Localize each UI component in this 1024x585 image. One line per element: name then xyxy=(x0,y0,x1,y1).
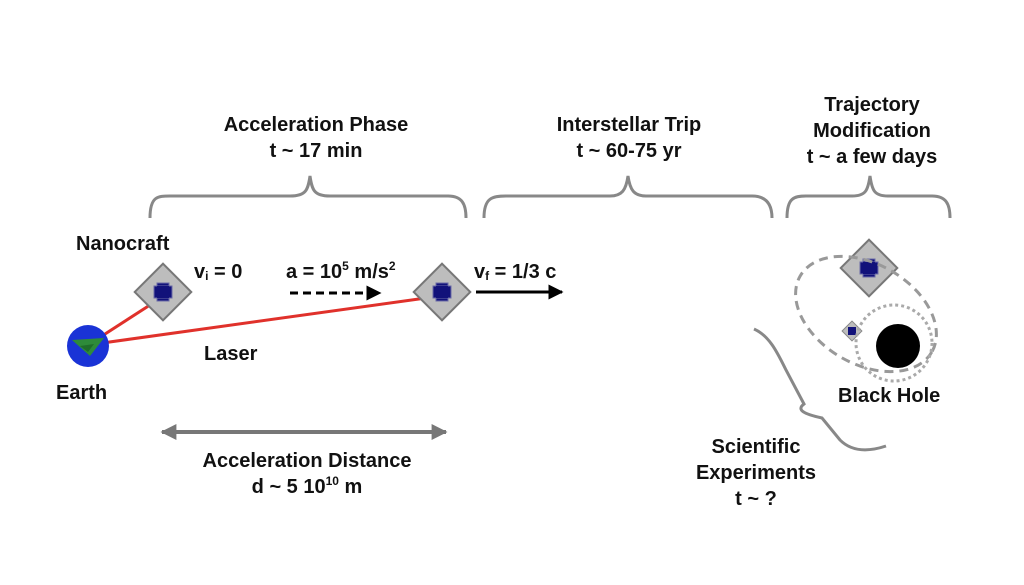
earth-label: Earth xyxy=(56,382,108,404)
trajectory-time: t ~ a few days xyxy=(806,146,938,168)
trajectory-line2: Modification xyxy=(813,120,931,142)
interstellar-trip-title: Interstellar Trip xyxy=(556,114,702,136)
experiments-time: t ~ ? xyxy=(735,488,777,510)
nanocraft-icon-initial xyxy=(133,262,193,322)
nanocraft-icon-orbit xyxy=(839,238,899,298)
interstellar-trip-time: t ~ 60-75 yr xyxy=(576,140,682,162)
acceleration-phase-title: Acceleration Phase xyxy=(223,114,409,136)
accel-unit-exponent: 2 xyxy=(388,259,396,273)
vi-subscript: i xyxy=(205,269,209,283)
vf-symbol: v xyxy=(474,261,486,283)
black-hole-label: Black Hole xyxy=(838,385,941,407)
vi-value: = 0 xyxy=(208,261,243,283)
accel-exponent: 5 xyxy=(342,259,349,273)
trajectory-modification-label: Trajectory Modification t ~ a few days xyxy=(772,92,972,170)
nanocraft-label: Nanocraft xyxy=(76,233,170,255)
vi-symbol: v xyxy=(194,261,206,283)
scientific-experiments-label: Scientific Experiments t ~ ? xyxy=(676,434,836,512)
scientific-experiments-brace xyxy=(753,327,887,452)
distance-prefix: d ~ 5 10 xyxy=(251,476,326,498)
acceleration-phase-label: Acceleration Phase t ~ 17 min xyxy=(196,112,436,164)
experiments-line1: Scientific xyxy=(711,436,801,458)
vf-value: = 1/3 c xyxy=(489,261,557,283)
earth-icon xyxy=(67,325,109,367)
acceleration-distance-label: Acceleration Distance d ~ 5 1010 m xyxy=(172,448,442,500)
acceleration-phase-time: t ~ 17 min xyxy=(269,140,363,162)
vf-subscript: f xyxy=(485,269,490,283)
nanocraft-icon-final xyxy=(412,262,472,322)
black-hole-icon xyxy=(876,324,920,368)
accel-prefix: a = 10 xyxy=(286,261,343,283)
distance-exponent: 10 xyxy=(325,474,339,488)
acceleration-phase-brace xyxy=(148,175,468,219)
inner-orbit xyxy=(854,303,934,383)
initial-velocity-label: vi = 0 xyxy=(194,259,242,289)
trajectory-line1: Trajectory xyxy=(824,94,920,116)
accel-unit: m/s xyxy=(348,261,389,283)
interstellar-trip-brace xyxy=(482,175,774,219)
laser-label: Laser xyxy=(204,343,258,365)
trajectory-modification-brace xyxy=(785,175,952,219)
nanocraft-icon-small xyxy=(841,320,863,342)
final-velocity-label: vf = 1/3 c xyxy=(474,259,556,289)
acceleration-label: a = 105 m/s2 xyxy=(286,259,396,285)
acceleration-distance-title: Acceleration Distance xyxy=(202,450,412,472)
distance-unit: m xyxy=(338,476,363,498)
laser-beam-long xyxy=(87,296,427,347)
experiments-line2: Experiments xyxy=(695,462,817,484)
acceleration-distance-value: d ~ 5 1010 m xyxy=(172,474,442,500)
interstellar-trip-label: Interstellar Trip t ~ 60-75 yr xyxy=(516,112,742,164)
